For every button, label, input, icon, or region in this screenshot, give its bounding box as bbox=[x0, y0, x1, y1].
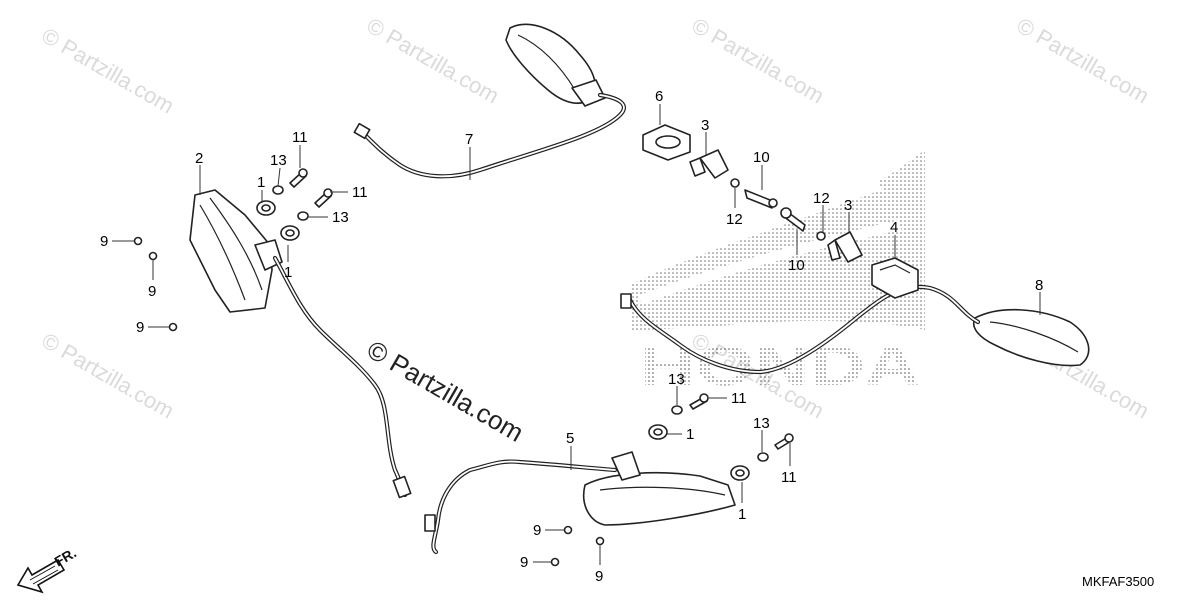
nut-part-9 bbox=[550, 557, 560, 567]
washer-part-13 bbox=[297, 211, 309, 221]
washer-part-13 bbox=[757, 452, 769, 462]
callout-1: 1 bbox=[686, 426, 694, 443]
callout-11: 11 bbox=[781, 469, 797, 486]
callout-9: 9 bbox=[595, 568, 603, 585]
bolt-part-10a bbox=[744, 189, 778, 209]
watermark-text: © Partzilla.com bbox=[363, 13, 504, 109]
callout-12: 12 bbox=[726, 211, 743, 228]
callout-1: 1 bbox=[284, 264, 292, 281]
turn-signal-part-2 bbox=[189, 189, 412, 499]
nut-part-9 bbox=[595, 536, 605, 546]
callout-11: 11 bbox=[731, 390, 747, 407]
leader-lines bbox=[112, 104, 1041, 565]
watermark-text: © Partzilla.com bbox=[38, 328, 179, 424]
callout-13: 13 bbox=[668, 371, 685, 388]
callout-11: 11 bbox=[292, 129, 308, 146]
callout-1: 1 bbox=[738, 506, 746, 523]
front-direction-arrow: FR. bbox=[16, 544, 80, 594]
grommet-part-1 bbox=[730, 465, 750, 481]
bracket-part-3b bbox=[827, 231, 863, 263]
turn-signal-part-7 bbox=[353, 23, 626, 179]
bracket-part-3a bbox=[689, 149, 729, 179]
honda-wing-logo: HONDA bbox=[630, 150, 925, 397]
front-marker-label: FR. bbox=[52, 544, 80, 569]
callout-12: 12 bbox=[813, 190, 830, 207]
callout-2: 2 bbox=[195, 150, 203, 167]
grommet-part-1 bbox=[280, 225, 300, 241]
callout-9: 9 bbox=[100, 233, 108, 250]
nut-part-9 bbox=[133, 236, 143, 246]
callout-9: 9 bbox=[148, 283, 156, 300]
screw-part-11 bbox=[289, 168, 308, 188]
callout-13: 13 bbox=[270, 152, 287, 169]
turn-signal-part-8 bbox=[620, 284, 1090, 375]
watermark-text: © Partzilla.com bbox=[1013, 13, 1154, 109]
callout-11: 11 bbox=[352, 184, 368, 201]
callout-4: 4 bbox=[890, 219, 898, 236]
callout-9: 9 bbox=[533, 522, 541, 539]
nut-part-9 bbox=[148, 251, 158, 261]
diagram-code: MKFAF3500 bbox=[1082, 574, 1154, 589]
connector-part-6 bbox=[642, 124, 691, 161]
nut-part-9 bbox=[563, 525, 573, 535]
callout-7: 7 bbox=[465, 131, 473, 148]
washer-part-12b bbox=[816, 231, 826, 241]
callout-6: 6 bbox=[655, 88, 663, 105]
callout-1: 1 bbox=[257, 174, 265, 191]
washer-part-13 bbox=[272, 185, 284, 195]
washer-part-12a bbox=[730, 178, 740, 188]
callout-3: 3 bbox=[701, 117, 709, 134]
callout-3: 3 bbox=[844, 197, 852, 214]
callout-9: 9 bbox=[136, 319, 144, 336]
screw-part-11 bbox=[774, 433, 794, 450]
turn-signal-part-5 bbox=[424, 451, 736, 555]
nut-part-9 bbox=[168, 322, 178, 332]
screw-part-11 bbox=[314, 188, 333, 208]
callout-8: 8 bbox=[1035, 277, 1043, 294]
callout-labels: 2 1 1 13 11 11 13 9 9 9 7 6 3 10 12 10 1… bbox=[100, 88, 1043, 585]
grommet-part-1 bbox=[256, 200, 276, 216]
callout-10: 10 bbox=[788, 257, 805, 274]
washer-part-13 bbox=[671, 405, 683, 415]
watermark-text: © Partzilla.com bbox=[688, 13, 829, 109]
callout-9: 9 bbox=[520, 554, 528, 571]
callout-10: 10 bbox=[753, 149, 770, 166]
watermark-text: © Partzilla.com bbox=[38, 23, 179, 119]
callout-13: 13 bbox=[753, 415, 770, 432]
bolt-part-10b bbox=[780, 207, 806, 232]
callout-5: 5 bbox=[566, 430, 574, 447]
callout-13: 13 bbox=[332, 209, 349, 226]
grommet-part-1 bbox=[648, 424, 668, 440]
